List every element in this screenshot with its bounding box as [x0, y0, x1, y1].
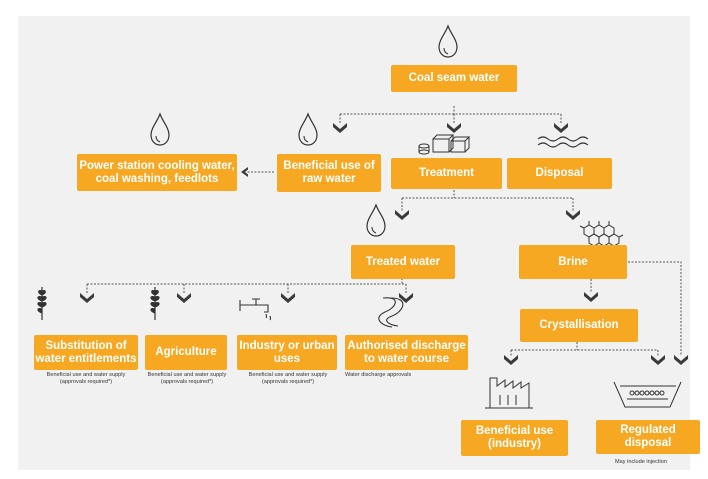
water-drop-icon [150, 25, 458, 237]
box-coal-seam-water: Coal seam water [391, 65, 517, 92]
box-power-station: Power station cooling water, coal washin… [77, 154, 237, 191]
box-treated-water: Treated water [351, 245, 455, 279]
box-treatment: Treatment [391, 158, 502, 189]
boxes-icon [418, 134, 471, 155]
note-discharge: Water discharge approvals [345, 372, 412, 378]
box-beneficial-raw-water: Beneficial use of raw water [277, 154, 381, 192]
box-beneficial-industry: Beneficial use (industry) [461, 420, 568, 456]
note-regulated: May include injection [615, 459, 667, 465]
diagram-panel [18, 16, 690, 470]
box-authorised-discharge: Authorised discharge to water course [345, 335, 468, 370]
note-substitution: Beneficial use and water supply (approva… [46, 372, 126, 385]
arrow-left-icon [241, 167, 248, 177]
box-brine: Brine [519, 245, 627, 279]
disposal-pond-icon [613, 381, 682, 408]
box-substitution: Substitution of water entitlements [34, 335, 138, 370]
connector-lines [86, 106, 682, 356]
box-disposal: Disposal [507, 158, 612, 189]
tap-icon [239, 298, 272, 321]
note-industry: Beneficial use and water supply (approva… [248, 372, 328, 385]
waves-icon [537, 136, 589, 148]
box-agriculture: Agriculture [145, 335, 227, 370]
note-agriculture: Beneficial use and water supply (approva… [147, 372, 227, 385]
molecule-icon [579, 221, 624, 247]
box-crystallisation: Crystallisation [520, 309, 638, 342]
wheat-icon [37, 286, 160, 321]
box-industry-urban: Industry or urban uses [237, 335, 337, 370]
box-regulated-disposal: Regulated disposal [596, 420, 700, 454]
river-icon [378, 297, 404, 328]
factory-icon [485, 377, 533, 409]
